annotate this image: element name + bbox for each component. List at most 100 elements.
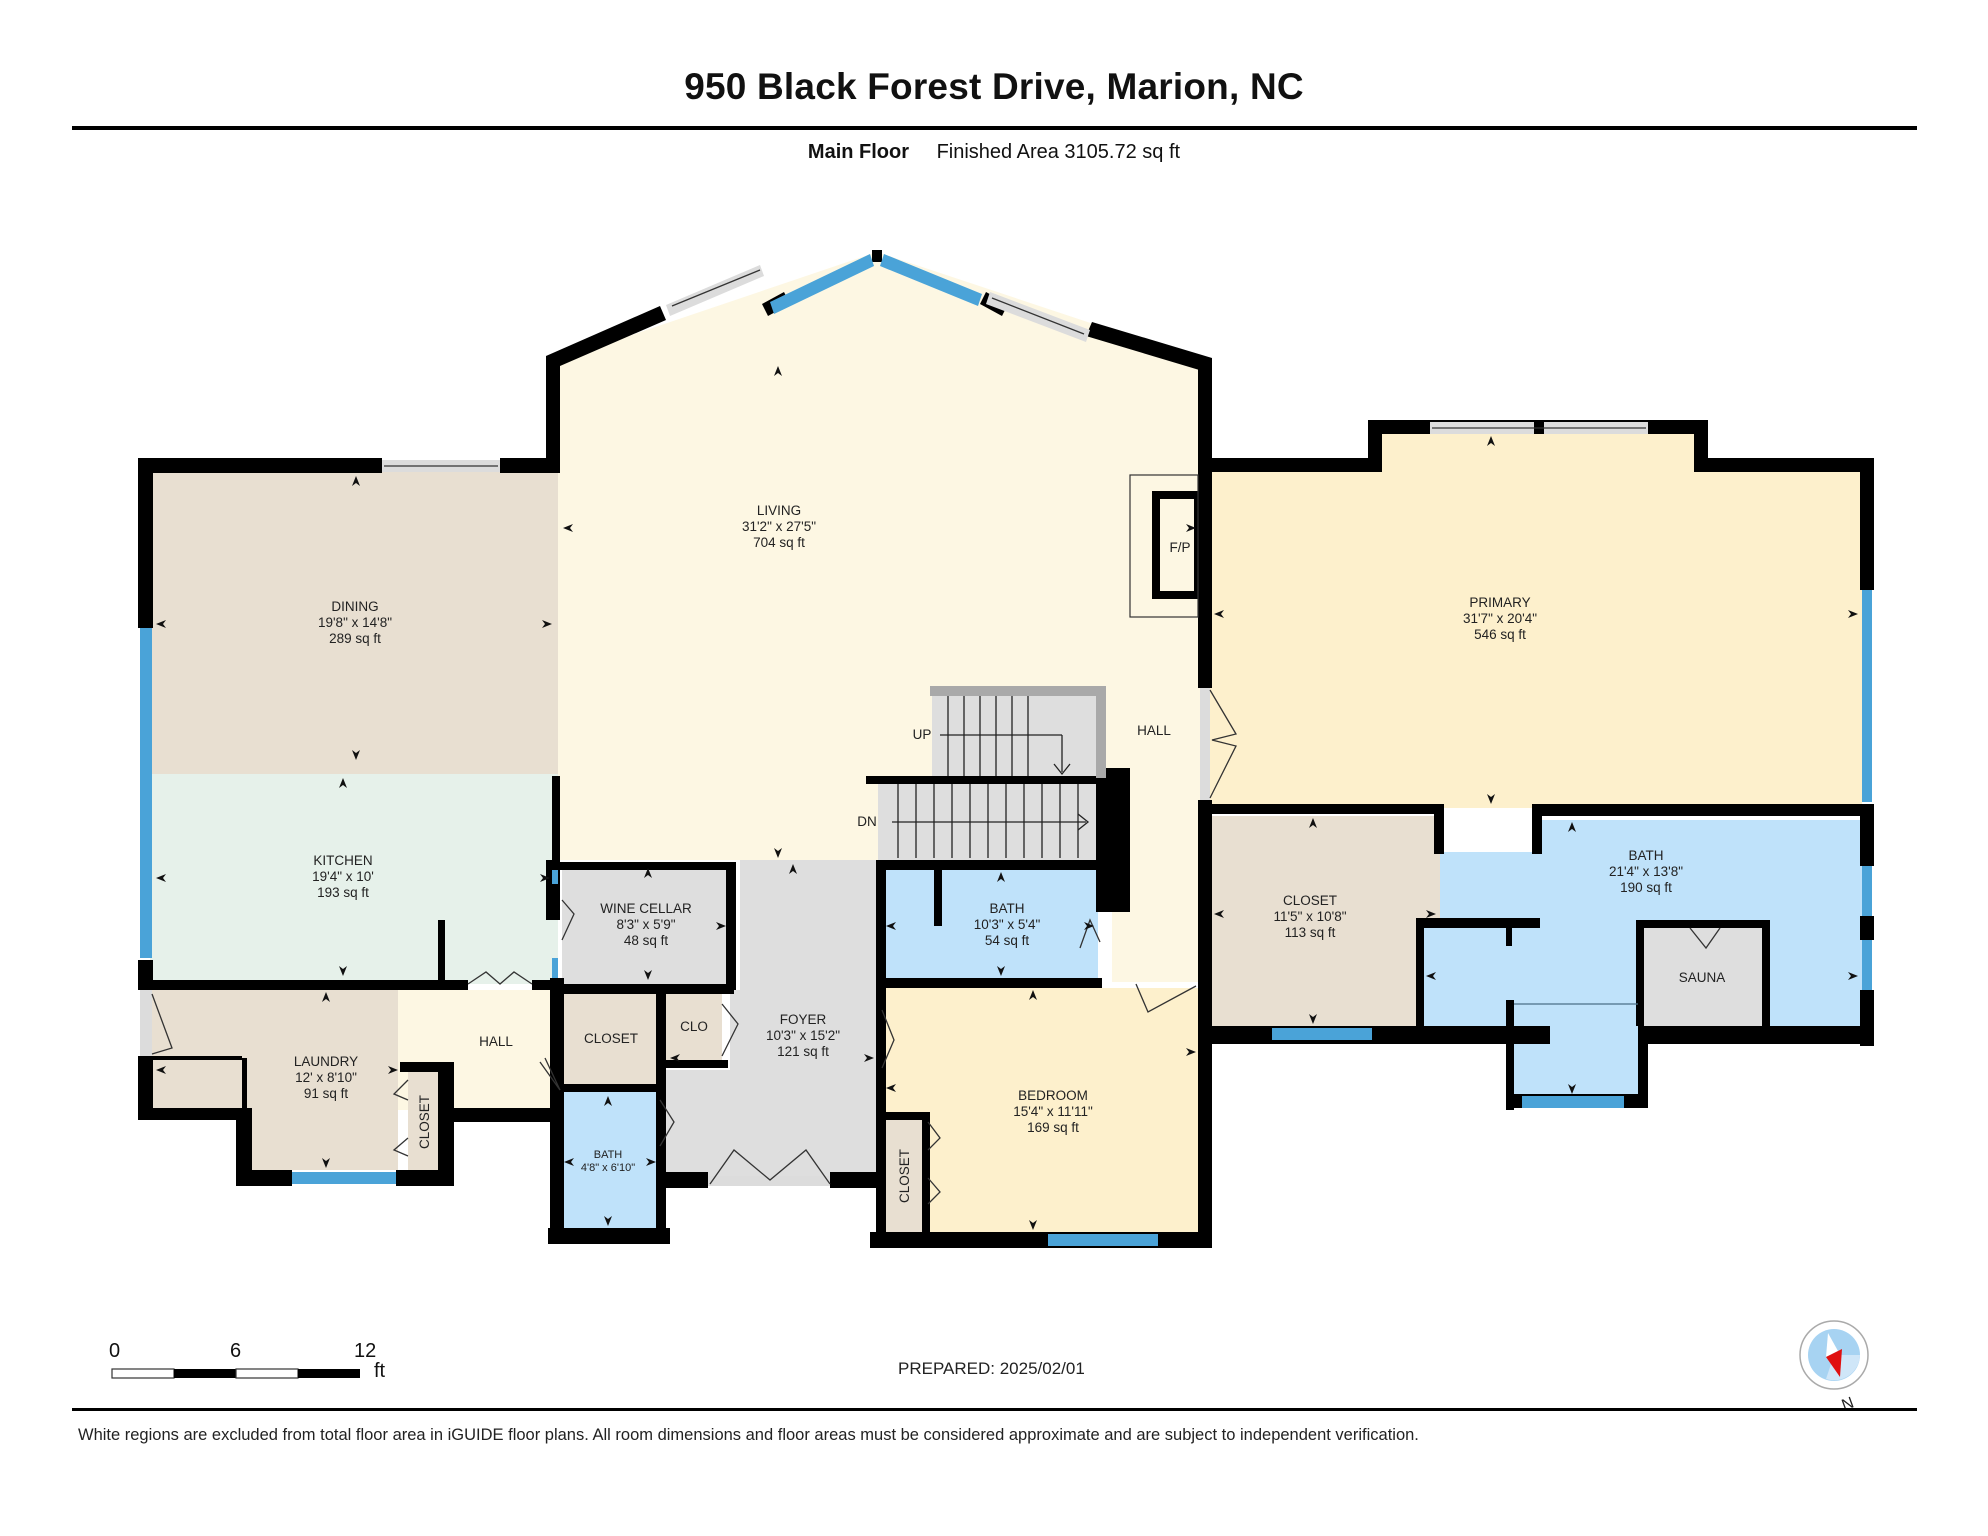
primary-name: PRIMARY: [1469, 595, 1530, 610]
door-swing: [721, 1003, 739, 1057]
wine-cellar-dims: 8'3" x 5'9": [616, 917, 675, 932]
stairs-down-label: DN: [857, 814, 877, 829]
laundry-closet-fill[interactable]: [408, 1070, 438, 1178]
wine-cellar-name: WINE CELLAR: [600, 901, 692, 916]
window: [140, 628, 152, 958]
bedroom-area: 169 sq ft: [1027, 1120, 1079, 1135]
primary-dims: 31'7" x 20'4": [1463, 611, 1537, 626]
primary-bath-dims: 21'4" x 13'8": [1609, 864, 1683, 879]
bath-small-name: BATH: [594, 1149, 623, 1161]
window: [1862, 866, 1872, 916]
bath-small-fill[interactable]: [560, 1092, 660, 1228]
window: [1862, 940, 1872, 990]
stair-treads: [892, 686, 1106, 858]
window: [1522, 1096, 1624, 1108]
bedroom-name: BEDROOM: [1018, 1088, 1088, 1103]
window: [552, 958, 558, 978]
foyer-area: 121 sq ft: [777, 1044, 829, 1059]
clo-fill[interactable]: [666, 992, 722, 1060]
foyer-fill[interactable]: [664, 860, 876, 1185]
floor-name: Main Floor: [807, 141, 910, 163]
hall-right-name: HALL: [1137, 723, 1171, 738]
scale-tick-0: 0: [109, 1340, 121, 1362]
sauna-name: SAUNA: [1679, 970, 1726, 985]
bedroom-closet-fill[interactable]: [882, 1118, 926, 1232]
finished-area: Finished Area 3105.72 sq ft: [936, 141, 1181, 163]
door-swing: [151, 993, 173, 1055]
dining-dims: 19'8" x 14'8": [318, 615, 392, 630]
door-swing: [1135, 983, 1197, 1013]
closet-small-name: CLOSET: [584, 1031, 638, 1046]
primary-closet-name: CLOSET: [1283, 893, 1337, 908]
stairs-up-label: UP: [913, 727, 932, 742]
door-opening: [140, 990, 152, 1056]
fireplace-hearth: [1129, 474, 1199, 618]
windows: [140, 254, 1872, 1246]
scale-unit: ft: [374, 1360, 386, 1382]
kitchen-fill[interactable]: [150, 774, 558, 984]
window: [1862, 590, 1872, 802]
property-address-title: 950 Black Forest Drive, Marion, NC: [684, 66, 1304, 107]
primary-closet-area: 113 sq ft: [1285, 925, 1336, 940]
door-swing: [709, 1149, 831, 1185]
door-opening: [1200, 688, 1210, 800]
sliding-door: [986, 292, 1090, 342]
primary-closet-fill[interactable]: [1210, 816, 1440, 1028]
scale-tick-12: 12: [354, 1340, 377, 1362]
stairs-up-fill[interactable]: [932, 688, 1102, 778]
scale-tick-6: 6: [230, 1340, 242, 1362]
prepared-date: PREPARED: 2025/02/01: [898, 1359, 1085, 1378]
dining-name: DINING: [331, 599, 378, 614]
header-divider: [72, 126, 1917, 130]
bath-mid-name: BATH: [989, 901, 1024, 916]
footer-divider: [72, 1408, 1917, 1411]
door-opening: [708, 1176, 830, 1186]
floor-summary: Main Floor Finished Area 3105.72 sq ft: [0, 141, 1988, 164]
kitchen-area: 193 sq ft: [317, 885, 369, 900]
primary-bedroom-fill[interactable]: [1210, 432, 1862, 808]
foyer-name: FOYER: [780, 1012, 827, 1027]
door-swing: [539, 1057, 561, 1091]
dining-area: 289 sq ft: [329, 631, 381, 646]
laundry-closet-name: CLOSET: [417, 1095, 432, 1149]
dimension-markers: [156, 366, 1858, 1230]
window: [1272, 1028, 1372, 1040]
bedroom-fill[interactable]: [882, 988, 1198, 1232]
door-swing: [467, 971, 533, 985]
window: [292, 1172, 396, 1184]
bath-mid-area: 54 sq ft: [985, 933, 1030, 948]
door-swing: [927, 1177, 941, 1205]
living-area: 704 sq ft: [753, 535, 805, 550]
dining-room-fill[interactable]: [150, 470, 558, 774]
laundry-dims: 12' x 8'10": [295, 1070, 357, 1085]
wine-cellar-fill[interactable]: [562, 868, 730, 984]
room-fills: [150, 252, 1862, 1232]
foyer-dims: 10'3" x 15'2": [766, 1028, 840, 1043]
window: [880, 254, 982, 306]
door-swing: [1689, 927, 1721, 950]
door-swing: [881, 1009, 895, 1069]
closet-small-fill[interactable]: [562, 992, 658, 1084]
footer-disclaimer: White regions are excluded from total fl…: [78, 1426, 1419, 1444]
bath-mid-dims: 10'3" x 5'4": [974, 917, 1041, 932]
bedroom-dims: 15'4" x 11'11": [1013, 1104, 1093, 1119]
hall-left-name: HALL: [479, 1034, 513, 1049]
compass-icon: [1799, 1320, 1869, 1390]
primary-bath-name: BATH: [1628, 848, 1663, 863]
door-swing: [1209, 689, 1238, 799]
laundry-area: 91 sq ft: [304, 1086, 349, 1101]
living-name: LIVING: [757, 503, 801, 518]
kitchen-name: KITCHEN: [313, 853, 372, 868]
wine-cellar-area: 48 sq ft: [624, 933, 669, 948]
door-swing: [561, 899, 575, 941]
laundry-fill[interactable]: [150, 990, 398, 1170]
door-swing: [659, 1099, 675, 1147]
bedroom-closet-name: CLOSET: [897, 1149, 912, 1203]
door-swing: [392, 1137, 409, 1157]
living-dims: 31'2" x 27'5": [742, 519, 816, 534]
scale-bar: [111, 1368, 360, 1379]
bath-mid-fill[interactable]: [882, 870, 1098, 980]
laundry-name: LAUNDRY: [294, 1054, 358, 1069]
door-swing: [927, 1121, 941, 1151]
window: [1048, 1234, 1158, 1246]
